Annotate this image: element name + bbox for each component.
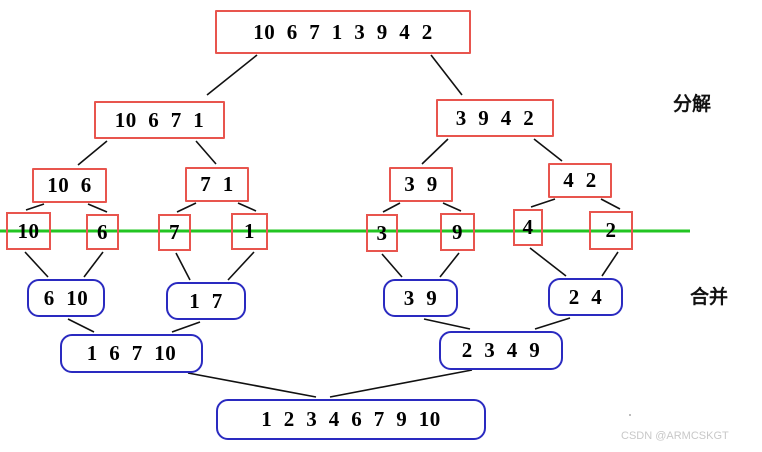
connector-line	[77, 140, 108, 166]
merge-box-l0-0: 6 10	[27, 279, 105, 317]
split-box-l3-2: 7	[158, 214, 191, 251]
merge-box-l0-1: 1 7	[166, 282, 246, 320]
connector-line	[534, 317, 571, 330]
connector-line	[421, 138, 449, 165]
merge-box-l0-3: 2 4	[548, 278, 623, 316]
split-box-l3-3: 1	[231, 213, 268, 250]
connector-line	[423, 318, 471, 330]
decompose-label: 分解	[673, 93, 712, 115]
split-box-l3-1: 6	[86, 214, 119, 250]
split-box-l3-7: 2	[589, 211, 633, 250]
split-box-l3-0: 10	[6, 212, 51, 250]
connector-line	[67, 318, 95, 333]
connector-line	[329, 369, 473, 398]
connector-line	[600, 198, 621, 210]
connector-line	[442, 202, 462, 212]
connector-line	[439, 252, 460, 278]
stray-dot-mark	[629, 414, 631, 416]
split-box-l2-2: 3 9	[389, 167, 453, 202]
connector-line	[25, 203, 45, 211]
connector-line	[533, 138, 563, 162]
split-box-l3-4: 3	[366, 214, 398, 252]
split-box-l1-1: 3 9 4 2	[436, 99, 554, 137]
merge-box-l2-0: 1 2 3 4 6 7 9 10	[216, 399, 486, 440]
split-box-l3-6: 4	[513, 209, 543, 246]
split-box-l0-0: 10 6 7 1 3 9 4 2	[215, 10, 471, 54]
connector-line	[175, 252, 191, 281]
connector-line	[87, 203, 108, 213]
watermark-text: CSDN @ARMCSKGT	[621, 430, 729, 442]
connector-line	[237, 202, 257, 212]
connector-line	[430, 54, 463, 96]
connector-line	[24, 251, 49, 278]
merge-label: 合并	[690, 286, 729, 308]
connector-line	[195, 140, 217, 165]
split-box-l1-0: 10 6 7 1	[94, 101, 225, 139]
connector-line	[206, 54, 258, 96]
connector-line	[187, 372, 317, 398]
split-box-l2-0: 10 6	[32, 168, 107, 203]
split-box-l2-1: 7 1	[185, 167, 249, 202]
merge-box-l0-2: 3 9	[383, 279, 458, 317]
split-box-l3-5: 9	[440, 213, 475, 251]
connector-line	[227, 251, 255, 281]
connector-line	[601, 251, 619, 277]
connector-line	[529, 247, 567, 277]
connector-line	[530, 198, 556, 208]
merge-box-l1-0: 1 6 7 10	[60, 334, 203, 373]
connector-line	[171, 321, 201, 333]
split-box-l2-3: 4 2	[548, 163, 612, 198]
connector-line	[381, 253, 403, 278]
connector-line	[176, 202, 197, 213]
connector-line	[382, 202, 401, 213]
merge-box-l1-1: 2 3 4 9	[439, 331, 563, 370]
connector-line	[83, 251, 104, 278]
